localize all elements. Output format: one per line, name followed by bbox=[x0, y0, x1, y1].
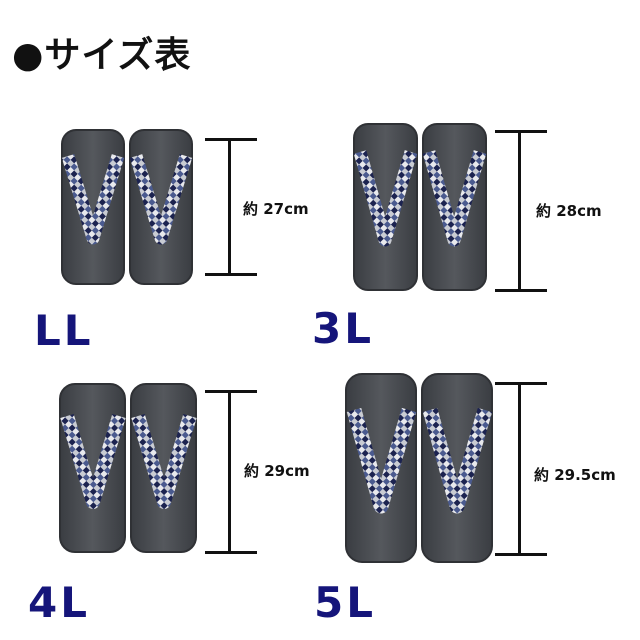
size-label: 3L bbox=[312, 304, 374, 353]
sandal-pair-icon bbox=[345, 373, 493, 563]
size-label: 4L bbox=[28, 578, 90, 627]
size-block-4l: 約 29cm 4L bbox=[28, 382, 340, 624]
size-block-ll: 約 27cm LL bbox=[34, 128, 340, 352]
length-label: 約 29.5cm bbox=[534, 466, 616, 484]
sandal-pair-icon bbox=[353, 123, 487, 291]
length-label: 約 28cm bbox=[536, 202, 602, 220]
length-bracket bbox=[205, 138, 257, 276]
page-title: ●サイズ表 bbox=[12, 35, 192, 76]
sandal-pair-icon bbox=[59, 383, 197, 553]
size-block-5l: 約 29.5cm 5L bbox=[314, 372, 640, 624]
length-bracket bbox=[495, 130, 547, 292]
length-bracket bbox=[205, 390, 257, 554]
sandal-pair-icon bbox=[61, 129, 193, 285]
size-label: LL bbox=[34, 306, 94, 355]
length-bracket bbox=[495, 382, 547, 556]
length-label: 約 29cm bbox=[244, 462, 310, 480]
size-block-3l: 約 28cm 3L bbox=[312, 122, 640, 350]
length-label: 約 27cm bbox=[243, 200, 309, 218]
size-label: 5L bbox=[314, 578, 376, 627]
